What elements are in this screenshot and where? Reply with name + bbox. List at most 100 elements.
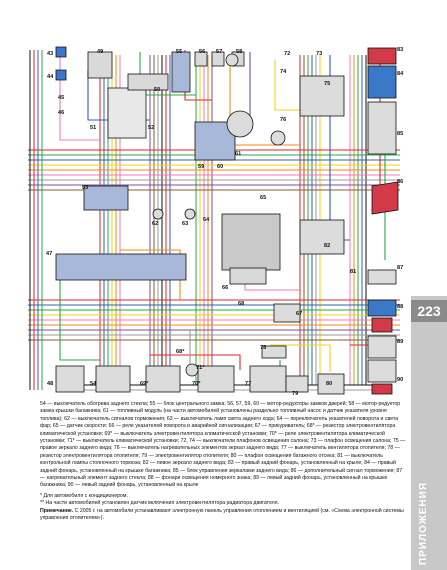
- branch-wire-15: [270, 344, 331, 372]
- component-label-64: 64: [203, 217, 210, 223]
- relay-66: [229, 267, 267, 285]
- component-label-84: 84: [397, 71, 404, 77]
- remark-label: Примечание.: [40, 507, 74, 514]
- switch-54: [95, 365, 131, 393]
- branch-wire-11: [120, 249, 181, 300]
- footnote-2: ** На части автомобилей установлен датчи…: [40, 500, 279, 507]
- component-label-66: 66: [222, 285, 228, 291]
- switch-box-49: [87, 51, 113, 79]
- page-number: 223: [411, 300, 447, 322]
- branch-wire-12: [59, 280, 100, 361]
- legend-text: 54 — выключатель обогрева заднего стекла…: [40, 401, 406, 489]
- component-label-68: 68: [238, 301, 244, 307]
- resistor-78: [261, 345, 287, 359]
- fuel-module-61: [226, 110, 254, 138]
- motor-56: [194, 51, 208, 67]
- branch-wire-13: [150, 354, 241, 370]
- lamp-89-housing: [371, 317, 393, 333]
- component-label-63: 63: [182, 221, 188, 227]
- connector-44: [55, 69, 67, 81]
- component-label-57: 57: [216, 49, 222, 55]
- component-label-43: 43: [47, 51, 53, 57]
- branch-wire-6: [274, 60, 300, 111]
- heater-87: [367, 269, 397, 285]
- component-label-54: 54: [90, 381, 97, 387]
- relay-70: [197, 365, 235, 393]
- connector-55: [171, 51, 191, 93]
- fan-79: [285, 375, 309, 393]
- switch-69: [145, 365, 181, 393]
- remark: Примечание. С 2005 г. на автомобили уста…: [40, 508, 406, 523]
- component-label-55: 55: [176, 49, 182, 55]
- sensor-76: [270, 130, 286, 146]
- switch-62: [152, 208, 164, 220]
- page-sidebar: [411, 296, 447, 570]
- switch-48: [55, 365, 85, 393]
- lamp-83: [367, 47, 397, 65]
- switch-77: [249, 365, 287, 393]
- brake-light-86: [371, 181, 399, 215]
- component-label-87: 87: [397, 265, 403, 271]
- component-label-60: 60: [217, 164, 223, 170]
- component-label-67: 67: [296, 311, 302, 317]
- lamp-89: [367, 335, 397, 359]
- component-label-90: 90: [397, 377, 403, 383]
- component-label-75: 75: [324, 81, 330, 87]
- component-label-88: 88: [397, 304, 403, 310]
- component-label-46: 46: [58, 110, 64, 116]
- component-label-59: 59: [198, 164, 204, 170]
- component-label-71*: 71*: [196, 365, 205, 371]
- component-label-56: 56: [199, 49, 205, 55]
- branch-wire-0: [59, 55, 100, 141]
- component-label-79: 79: [292, 391, 298, 397]
- relay-block-64: [221, 213, 281, 271]
- component-label-76: 76: [280, 117, 286, 123]
- motor-57: [211, 51, 225, 67]
- component-label-47: 47: [46, 251, 52, 257]
- component-label-77: 77: [245, 381, 251, 387]
- component-label-74: 74: [280, 69, 287, 75]
- component-label-82: 82: [324, 243, 330, 249]
- section-title: ПРИЛОЖЕНИЯ: [418, 481, 429, 565]
- connector-43: [55, 46, 67, 58]
- component-label-86: 86: [397, 179, 403, 185]
- component-label-50: 50: [154, 87, 160, 93]
- connector-53: [83, 185, 129, 211]
- component-label-68*: 68*: [176, 349, 185, 355]
- switch-63: [184, 208, 196, 220]
- mirror-control-85: [367, 101, 397, 155]
- component-label-85: 85: [397, 131, 403, 137]
- component-label-72: 72: [284, 51, 290, 57]
- footnote-1: * Для автомобиля с кондиционером.: [40, 493, 128, 499]
- notes: * Для автомобиля с кондиционером. ** На …: [40, 493, 406, 523]
- components: [55, 46, 399, 395]
- connector-47: [55, 253, 187, 281]
- component-label-80: 80: [326, 381, 332, 387]
- component-label-69*: 69*: [140, 381, 149, 387]
- lighter-67: [273, 303, 301, 323]
- component-label-89: 89: [397, 339, 403, 345]
- remark-text: С 2005 г. на автомобили устанавливают эл…: [40, 507, 404, 522]
- unit-50: [127, 73, 169, 91]
- component-label-58: 58: [236, 49, 242, 55]
- lamp-84: [367, 65, 397, 99]
- component-label-62: 62: [152, 221, 158, 227]
- mirror-75: [299, 75, 345, 117]
- plate-lights-88: [367, 299, 397, 317]
- component-label-81: 81: [350, 269, 356, 275]
- switch-71: [185, 363, 199, 377]
- lamp-90-housing: [371, 383, 393, 395]
- component-label-61: 61: [235, 151, 241, 157]
- motor-60: [225, 53, 239, 67]
- component-label-52: 52: [148, 125, 154, 131]
- mirror-82: [299, 219, 345, 255]
- component-label-83: 83: [397, 47, 403, 53]
- component-label-65: 65: [260, 195, 266, 201]
- lamp-80: [317, 373, 345, 395]
- component-label-73: 73: [316, 51, 322, 57]
- legend: 54 — выключатель обогрева заднего стекла…: [40, 401, 406, 490]
- component-label-70*: 70*: [192, 381, 201, 387]
- component-label-53: 53: [82, 185, 88, 191]
